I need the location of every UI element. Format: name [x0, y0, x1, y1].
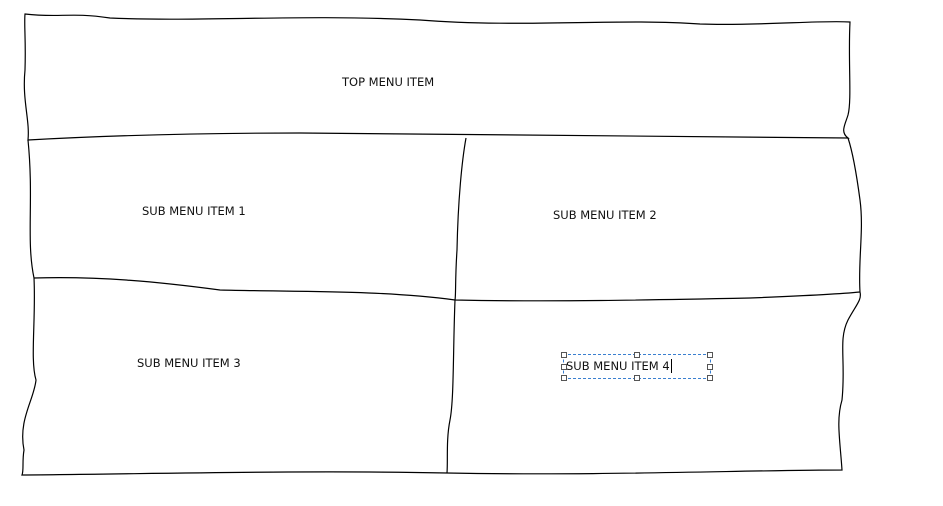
sub-menu-item-4-text[interactable]: SUB MENU ITEM 4 — [566, 359, 672, 373]
resize-handle[interactable] — [561, 364, 567, 370]
top-menu-item[interactable]: TOP MENU ITEM — [342, 75, 435, 89]
resize-handle[interactable] — [561, 375, 567, 381]
resize-handle[interactable] — [707, 375, 713, 381]
middle-vertical-divider — [446, 137, 467, 474]
top-box-outline — [23, 13, 851, 141]
middle-horizontal-divider — [33, 277, 861, 302]
resize-handle[interactable] — [707, 352, 713, 358]
sub-menu-item-1[interactable]: SUB MENU ITEM 1 — [142, 204, 246, 218]
sub-menu-item-2[interactable]: SUB MENU ITEM 2 — [553, 208, 657, 222]
resize-handle[interactable] — [561, 352, 567, 358]
bottom-grid-outline — [21, 137, 862, 476]
resize-handle[interactable] — [707, 364, 713, 370]
text-caret — [670, 359, 672, 373]
text-selection-box[interactable]: SUB MENU ITEM 4 — [561, 352, 713, 381]
sub-menu-item-3[interactable]: SUB MENU ITEM 3 — [137, 356, 241, 370]
sub-menu-item-4[interactable]: SUB MENU ITEM 4 — [566, 359, 670, 373]
resize-handle[interactable] — [634, 352, 640, 358]
resize-handle[interactable] — [634, 375, 640, 381]
